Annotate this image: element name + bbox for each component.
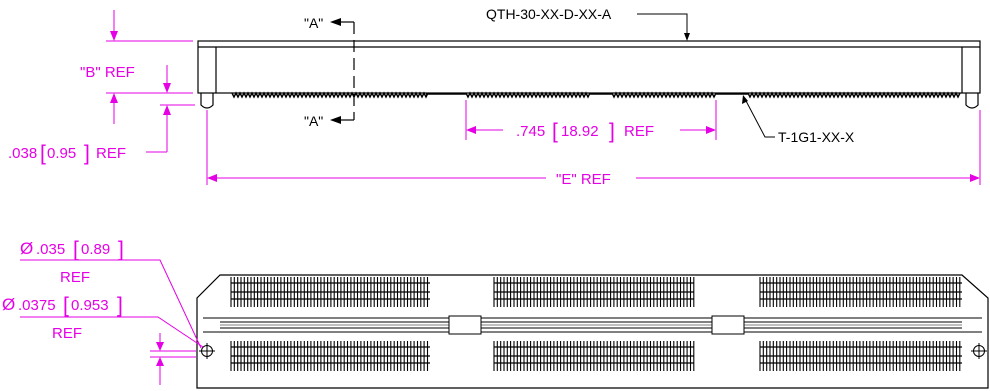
- part-number-arrowhead: [684, 33, 690, 41]
- contact-tail-segment: [465, 91, 591, 99]
- contact-tail-segment: [611, 91, 717, 99]
- center-key-2: [711, 315, 745, 335]
- hole1-diameter-symbol: Ø: [20, 239, 33, 258]
- contact-tail-segment: [231, 91, 429, 99]
- side-view-arrowheads: [110, 31, 980, 182]
- tail-dim-bracket-open: [: [40, 142, 46, 165]
- mate-part-label: T-1G1-XX-X: [778, 129, 855, 145]
- b-ref-label: "B" REF: [80, 64, 135, 81]
- hole1-bracket-close: ]: [118, 238, 124, 261]
- bottom-view-outline: [196, 274, 989, 389]
- b-ref-arrowhead: [163, 83, 171, 93]
- pitch-arrowhead-left: [466, 126, 476, 134]
- pitch-dim-mm: 18.92: [561, 123, 599, 140]
- part-number-label: QTH-30-XX-D-XX-A: [486, 6, 612, 22]
- pitch-dim-inch: .745: [516, 123, 545, 140]
- hole2-dim-inch: .0375: [18, 297, 56, 314]
- part-number-leader: [637, 13, 688, 36]
- section-arrow-top: [330, 18, 341, 26]
- hole-dim-arrowhead-lower: [156, 357, 164, 366]
- tail-arrowhead: [163, 105, 171, 115]
- tail-dim-bracket-close: ]: [84, 142, 90, 165]
- section-label-top: "A": [304, 15, 323, 31]
- hole2-bracket-close: ]: [117, 294, 123, 317]
- hole2-dimension-label: Ø .0375 [ 0.953 ] REF: [2, 294, 123, 342]
- center-key-1: [448, 315, 482, 335]
- e-arrowhead-left: [207, 174, 217, 182]
- center-rail: [203, 315, 982, 335]
- contact-tails-side: [231, 91, 961, 99]
- right-post: [965, 93, 979, 109]
- b-ref-lower-arrowhead: [110, 93, 118, 103]
- e-arrowhead-right: [970, 174, 980, 182]
- hole1-bracket-open: [: [73, 238, 79, 261]
- hole2-ref: REF: [52, 325, 82, 342]
- pitch-dim-bracket-close: ]: [609, 120, 615, 143]
- contact-pin-rows: [230, 277, 962, 371]
- mate-part-arrowhead: [742, 95, 748, 104]
- tail-dim-suffix: REF: [96, 145, 126, 162]
- bottom-view-dimensions: [20, 259, 204, 385]
- section-label-bottom: "A": [304, 113, 323, 129]
- hole1-dim-mm: 0.89: [81, 241, 110, 258]
- contact-tail-segment: [747, 91, 961, 99]
- hole1-leader: [138, 259, 202, 349]
- pitch-arrowhead-right: [706, 126, 716, 134]
- tail-dim-inch: .038: [8, 145, 37, 162]
- pitch-dim-bracket-open: [: [552, 120, 558, 143]
- hole1-dimension-label: Ø .035 [ 0.89 ] REF: [20, 238, 124, 286]
- mounting-holes: [199, 343, 987, 359]
- section-arrow-bottom: [330, 116, 341, 124]
- top-dim-arrowhead: [110, 31, 118, 41]
- pitch-dim-suffix: REF: [624, 123, 654, 140]
- pitch-dimension-label: .745 [ 18.92 ] REF: [516, 120, 654, 143]
- hole2-diameter-symbol: Ø: [2, 295, 15, 314]
- hole-dim-arrowhead-upper: [156, 342, 164, 351]
- side-view-dimensions: [106, 10, 981, 185]
- hole1-ref: REF: [60, 269, 90, 286]
- hole2-leader: [148, 316, 204, 348]
- mate-part-leader: [744, 98, 775, 138]
- hole2-dim-mm: 0.953: [71, 297, 109, 314]
- side-view: [197, 21, 981, 121]
- left-post: [200, 93, 214, 109]
- bottom-view-arrowheads: [156, 342, 164, 366]
- e-ref-label: "E" REF: [556, 171, 611, 188]
- connector-body: [197, 40, 981, 94]
- tail-dim-mm: 0.95: [47, 145, 76, 162]
- tail-dimension-label: .038 [ 0.95 ] REF: [8, 142, 126, 165]
- hole2-bracket-open: [: [63, 294, 69, 317]
- hole1-dim-inch: .035: [36, 241, 65, 258]
